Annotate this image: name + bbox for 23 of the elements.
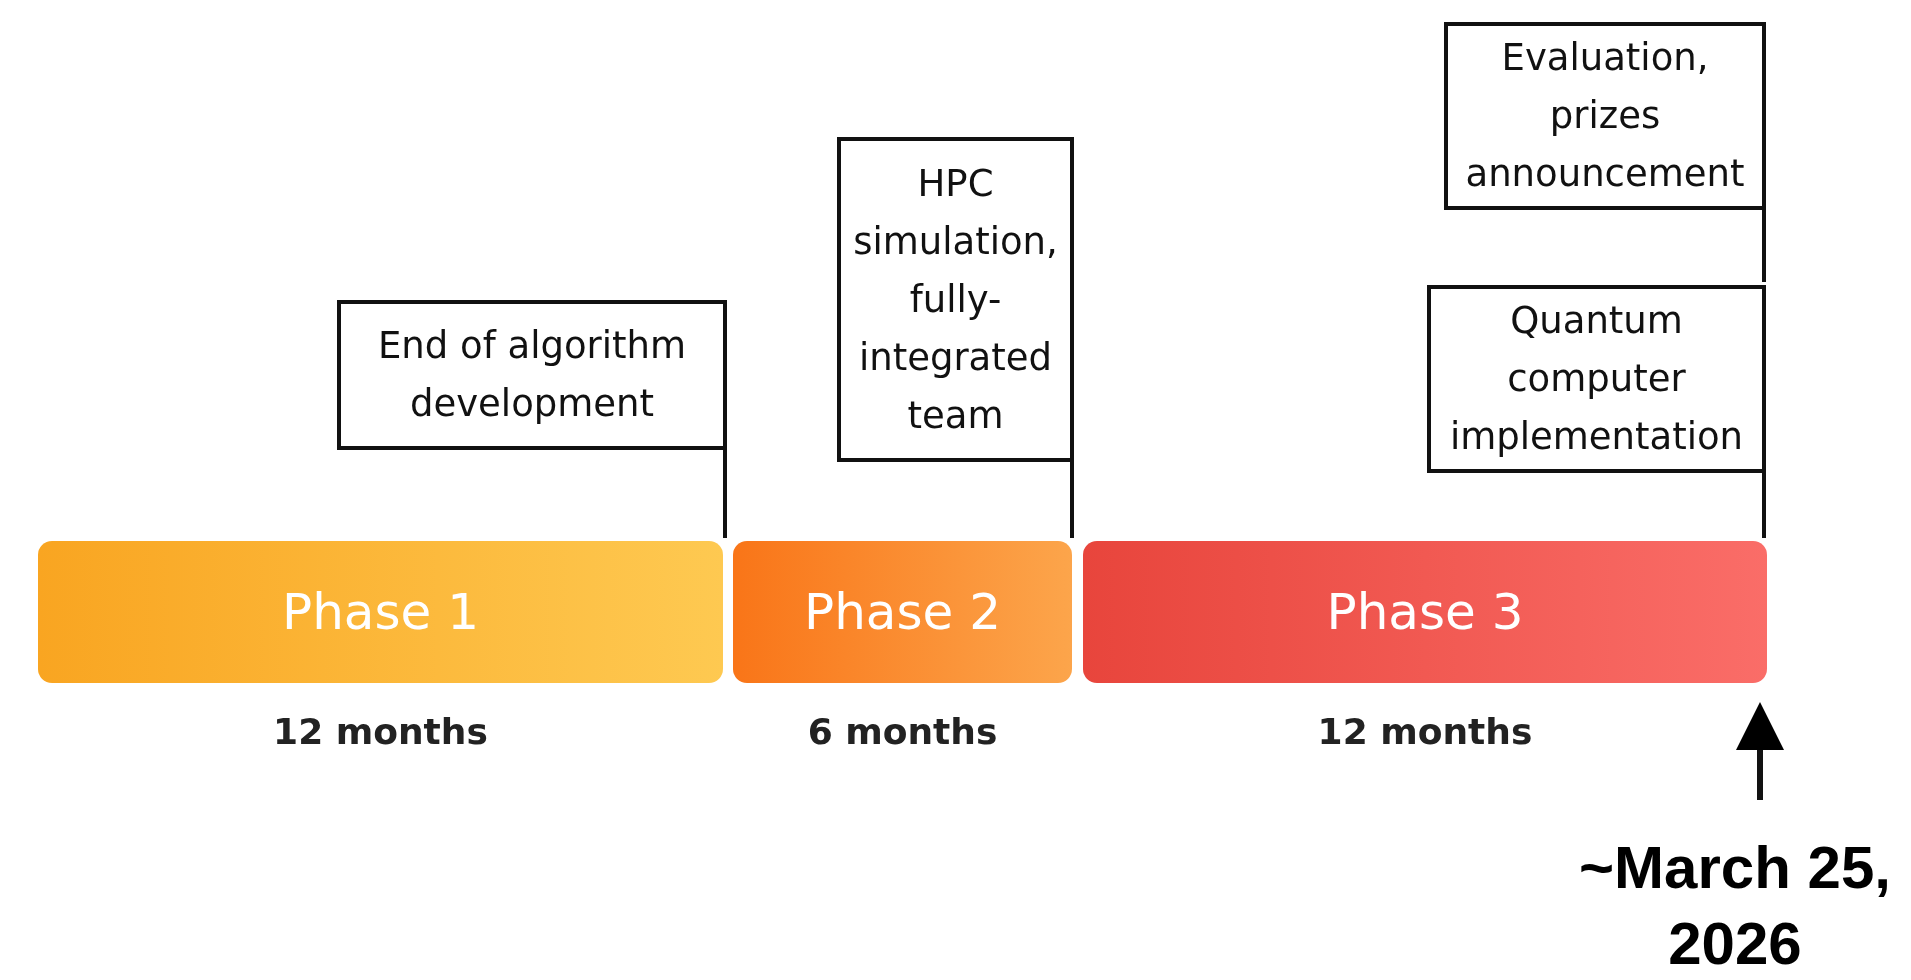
arrow xyxy=(1736,702,1784,800)
phase-bar xyxy=(1083,541,1767,683)
milestone-text: HPC simulation, fully-integrated team xyxy=(852,160,1059,439)
duration-label: 12 months xyxy=(1316,711,1534,752)
milestone-text: Evaluation, prizes announcement xyxy=(1464,35,1746,197)
phase-label: Phase 3 xyxy=(1326,583,1524,641)
phase-bar xyxy=(38,541,723,683)
flag-pole xyxy=(723,450,727,538)
milestone-box xyxy=(1444,22,1766,210)
duration-label: 6 months xyxy=(806,711,999,752)
milestone-text: Quantum computer implementation xyxy=(1448,298,1745,460)
milestone-text: End of algorithm development xyxy=(376,323,688,427)
date-label: ~March 25, 2026 xyxy=(1560,830,1910,980)
flag-pole xyxy=(1070,462,1074,538)
flag-pole xyxy=(1762,210,1766,282)
phase-label: Phase 1 xyxy=(282,583,479,641)
phase-label: Phase 2 xyxy=(804,583,1001,641)
duration-label: 12 months xyxy=(272,711,489,752)
milestone-box xyxy=(837,137,1074,462)
phase-bar xyxy=(733,541,1072,683)
flag-pole xyxy=(1762,473,1766,538)
milestone-box xyxy=(337,300,727,450)
milestone-box xyxy=(1427,285,1766,473)
